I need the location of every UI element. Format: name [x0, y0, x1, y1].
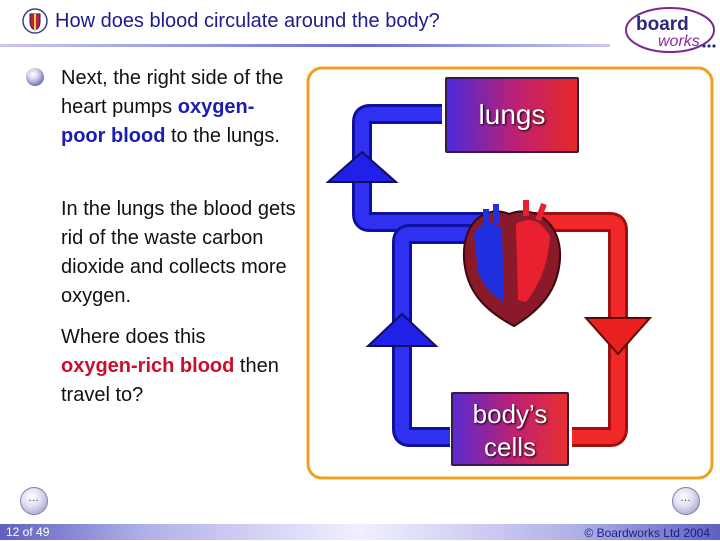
page-number: 12 of 49 [6, 525, 50, 539]
lungs-label: lungs [445, 77, 579, 153]
page-title: How does blood circulate around the body… [55, 10, 440, 32]
copyright-notice: © Boardworks Ltd 2004 [584, 526, 710, 540]
footer-bar [0, 524, 720, 540]
oxygen-poor-highlight: oxygen-poor blood [61, 96, 255, 147]
down-arrow-right [583, 317, 653, 356]
paragraph-right-side-pumps: Next, the right side of the heart pumps … [61, 67, 284, 147]
brand-line1: board [636, 14, 689, 35]
paragraph-lungs-gas-exchange: In the lungs the blood gets rid of the w… [61, 198, 296, 307]
up-arrow-inner [365, 312, 439, 347]
up-arrow-left [325, 150, 399, 183]
next-slide-icon[interactable]: … [672, 487, 700, 515]
boardworks-shield-icon [22, 8, 48, 34]
oxygen-rich-highlight: oxygen-rich blood [61, 355, 235, 377]
heart-icon [462, 200, 562, 328]
bullet-orb-icon [26, 68, 44, 86]
circulation-diagram [306, 66, 714, 480]
title-underline [0, 44, 610, 47]
brand-line2: works [658, 33, 700, 50]
paragraph-question: Where does this oxygen-rich blood then t… [61, 326, 279, 406]
prev-slide-icon[interactable]: … [20, 487, 48, 515]
body-cells-label: body’s cells [451, 392, 569, 466]
boardworks-logo: board works [625, 7, 716, 53]
